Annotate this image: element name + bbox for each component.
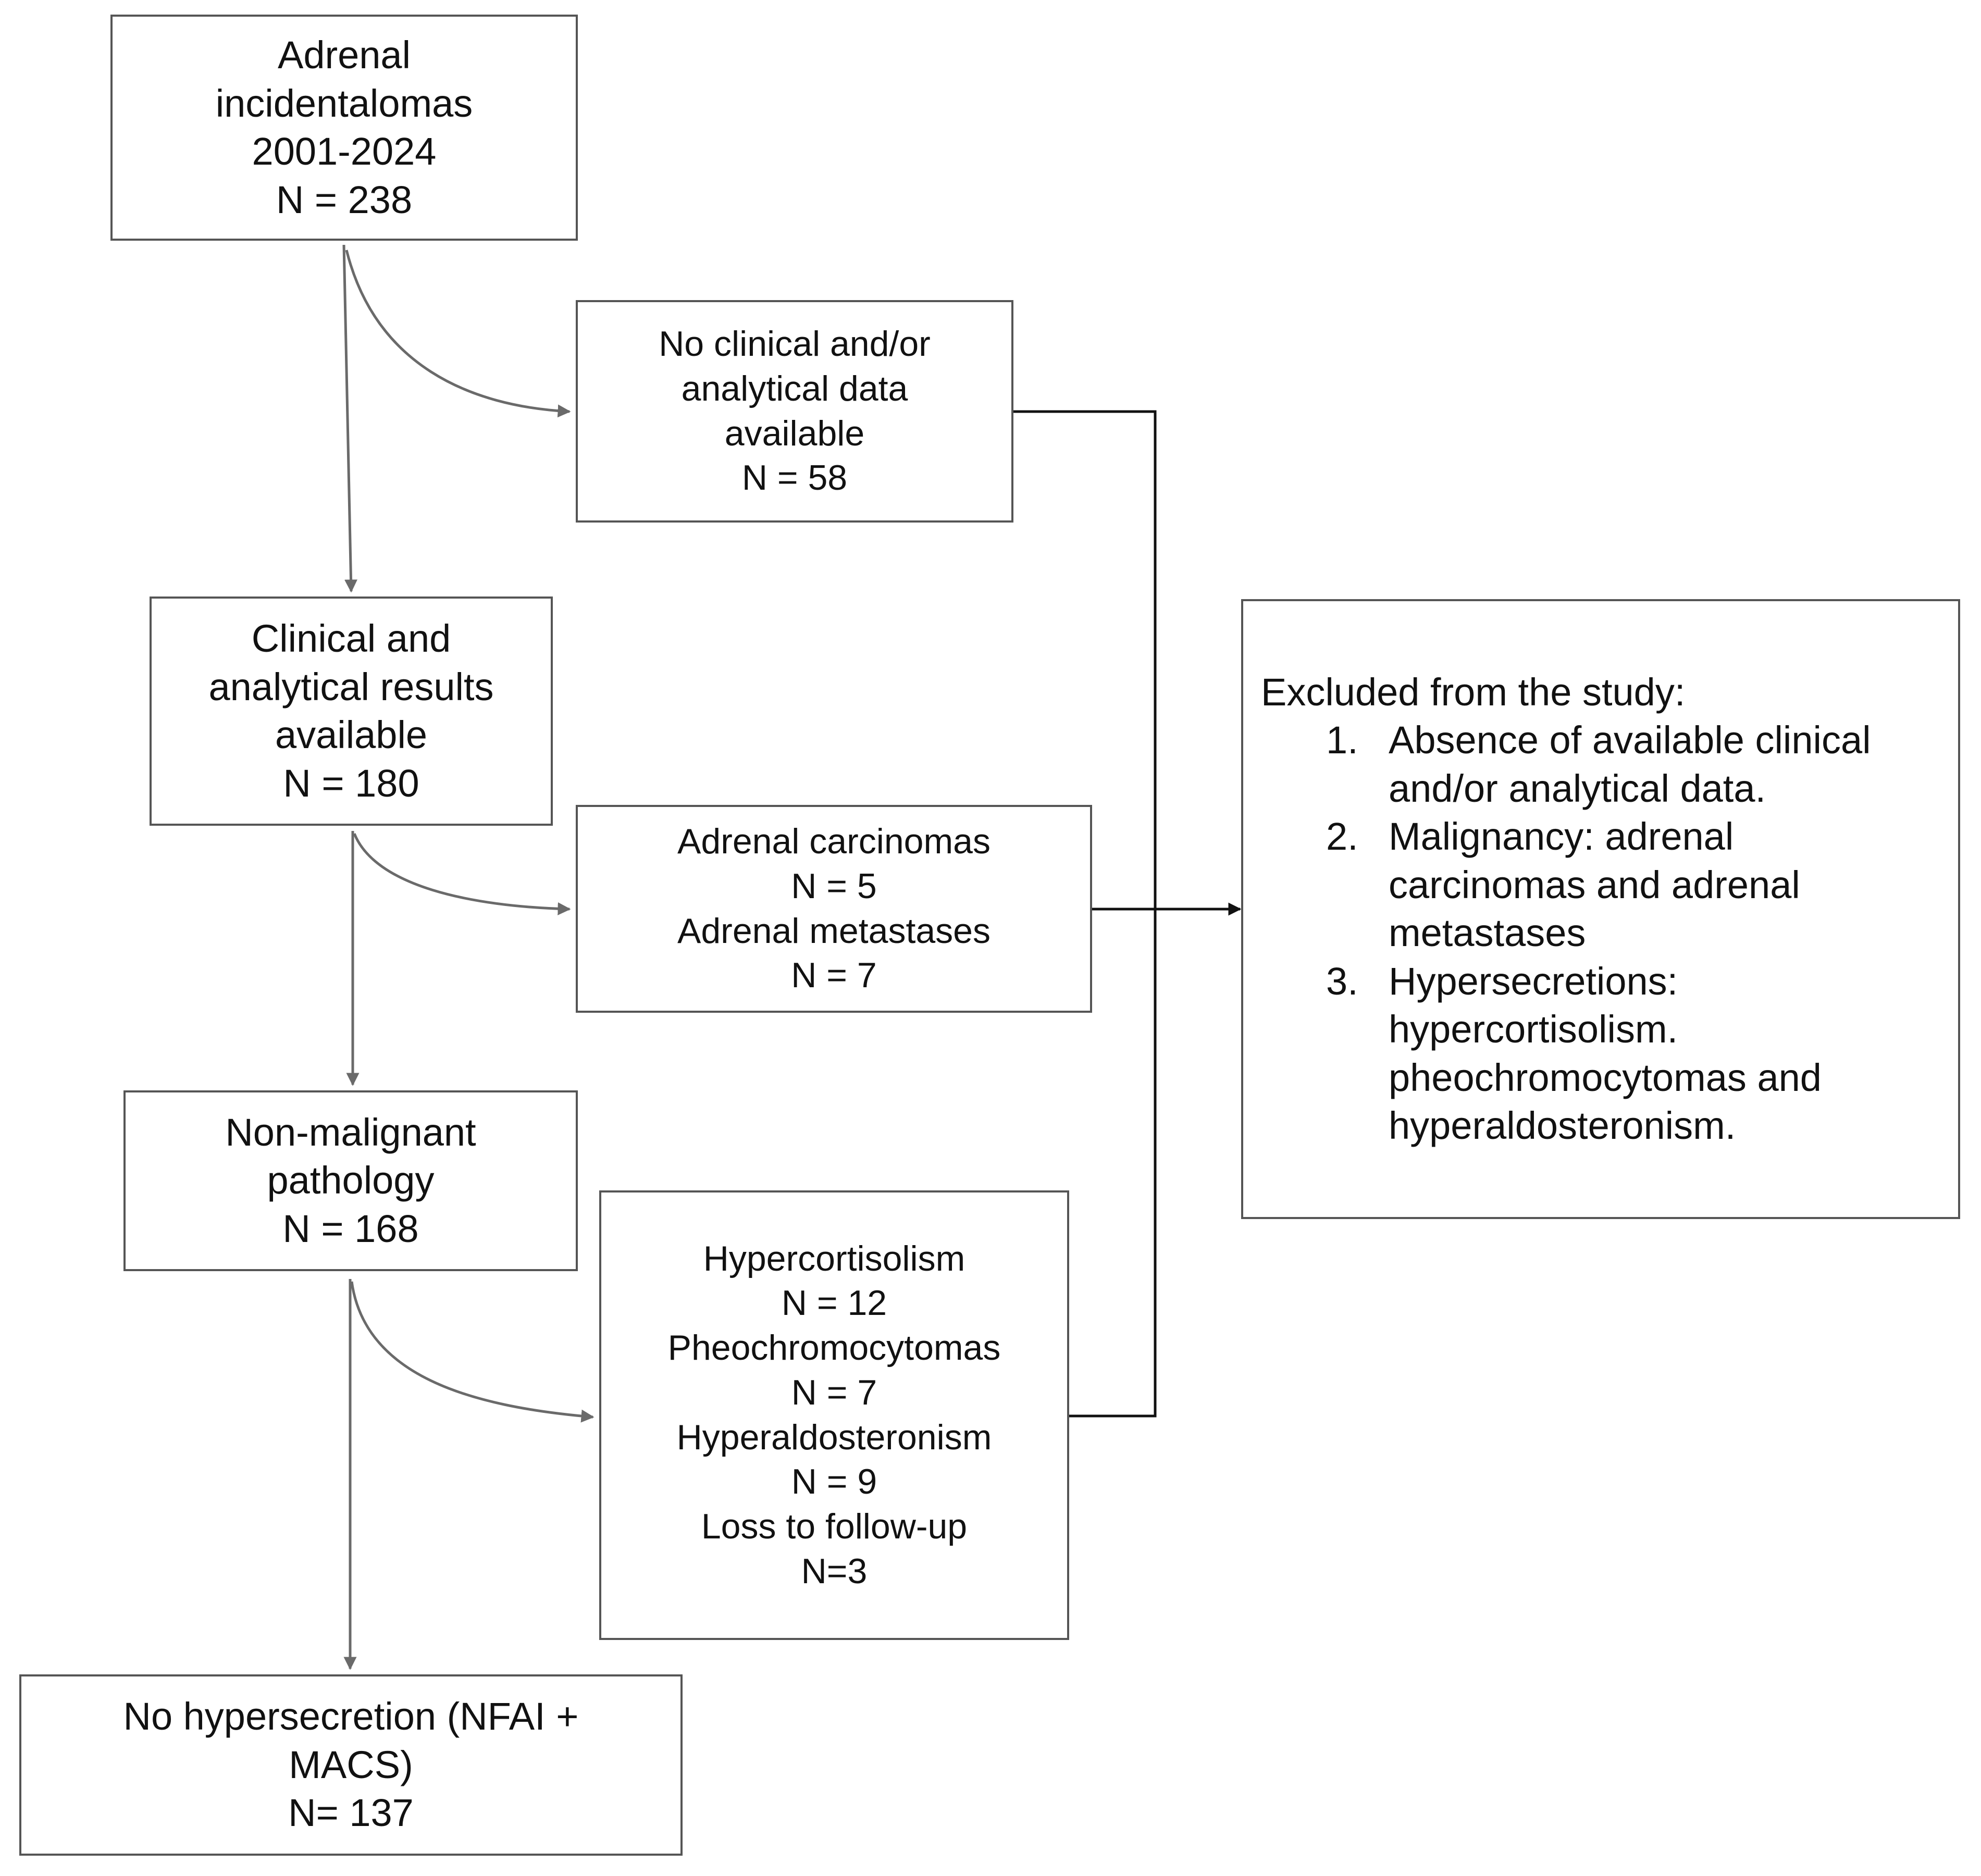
arrow-nonmalignant-to-hypersecretion	[350, 1281, 595, 1423]
box-line: N = 5	[791, 866, 877, 906]
criterion-line: pheochromocytomas and	[1389, 1055, 1822, 1099]
box-line: Adrenal	[277, 33, 411, 77]
box-line: MACS)	[289, 1743, 413, 1786]
box-line: N=3	[801, 1551, 868, 1591]
no-hypersecretion-box: No hypersecretion (NFAI + MACS) N= 137	[19, 1674, 683, 1856]
box-line: No hypersecretion (NFAI +	[123, 1695, 579, 1738]
box-line: N = 9	[791, 1462, 877, 1502]
box-line: N = 12	[781, 1283, 887, 1323]
box-line: 2001-2024	[252, 130, 437, 173]
box-line: available	[275, 713, 428, 756]
box-line: Hypercortisolism	[703, 1238, 965, 1278]
no-data-box: No clinical and/or analytical data avail…	[576, 300, 1013, 523]
excluded-title: Excluded from the study:	[1261, 670, 1686, 714]
box-line: Pheochromocytomas	[667, 1328, 1001, 1368]
box-line: N = 180	[283, 761, 419, 805]
box-line: analytical data	[681, 368, 908, 408]
box-line: N = 7	[791, 1372, 877, 1412]
excluded-from-study-box: Excluded from the study: 1. Absence of a…	[1241, 599, 1960, 1219]
box-line: N = 58	[741, 458, 848, 498]
box-line: Loss to follow-up	[701, 1506, 968, 1546]
criterion-line: metastases	[1389, 911, 1586, 954]
box-line: incidentalomas	[215, 81, 473, 125]
box-line: Adrenal carcinomas	[677, 822, 990, 862]
arrow-initial-to-clinical	[342, 244, 358, 593]
clinical-results-box: Clinical and analytical results availabl…	[150, 597, 553, 826]
box-line: Adrenal metastases	[677, 911, 990, 951]
non-malignant-box: Non-malignant pathology N = 168	[123, 1090, 578, 1271]
malignancy-box: Adrenal carcinomas N = 5 Adrenal metasta…	[576, 805, 1092, 1013]
box-line: N = 168	[282, 1207, 419, 1250]
exclusion-criterion: 2. Malignancy: adrenal carcinomas and ad…	[1261, 813, 1871, 958]
criterion-number: 1.	[1326, 718, 1358, 762]
box-line: analytical results	[208, 665, 494, 709]
box-line: available	[724, 413, 865, 453]
box-line: Non-malignant	[225, 1110, 476, 1154]
box-line: N= 137	[288, 1791, 414, 1835]
adrenal-incidentalomas-box: Adrenal incidentalomas 2001-2024 N = 238	[110, 15, 578, 241]
box-line: Hyperaldosteronism	[676, 1417, 992, 1457]
exclusion-criterion: 3. Hypersecretions: hypercortisolism. ph…	[1261, 958, 1871, 1150]
arrow-clinical-to-malignant	[353, 833, 571, 915]
criterion-line: Malignancy: adrenal	[1389, 815, 1734, 858]
exclusion-criteria-list: 1. Absence of available clinical and/or …	[1261, 716, 1871, 1150]
connector-nodata-to-bus	[1013, 410, 1157, 1418]
exclusion-criterion: 1. Absence of available clinical and/or …	[1261, 716, 1871, 813]
criterion-line: and/or analytical data.	[1389, 766, 1766, 810]
box-line: N = 7	[791, 955, 877, 996]
criterion-line: hypercortisolism.	[1389, 1008, 1678, 1051]
box-line: No clinical and/or	[659, 324, 931, 364]
criterion-line: hyperaldosteronism.	[1389, 1104, 1736, 1147]
criterion-number: 2.	[1326, 815, 1358, 858]
hypersecretion-box: Hypercortisolism N = 12 Pheochromocytoma…	[599, 1190, 1069, 1640]
box-line: pathology	[267, 1159, 435, 1202]
criterion-line: Absence of available clinical	[1389, 718, 1871, 762]
arrow-initial-to-nodata	[345, 250, 571, 418]
criterion-line: carcinomas and adrenal	[1389, 863, 1800, 906]
box-line: Clinical and	[251, 617, 451, 660]
criterion-number: 3.	[1326, 959, 1358, 1003]
criterion-line: Hypersecretions:	[1389, 959, 1678, 1003]
box-line: N = 238	[276, 178, 413, 221]
